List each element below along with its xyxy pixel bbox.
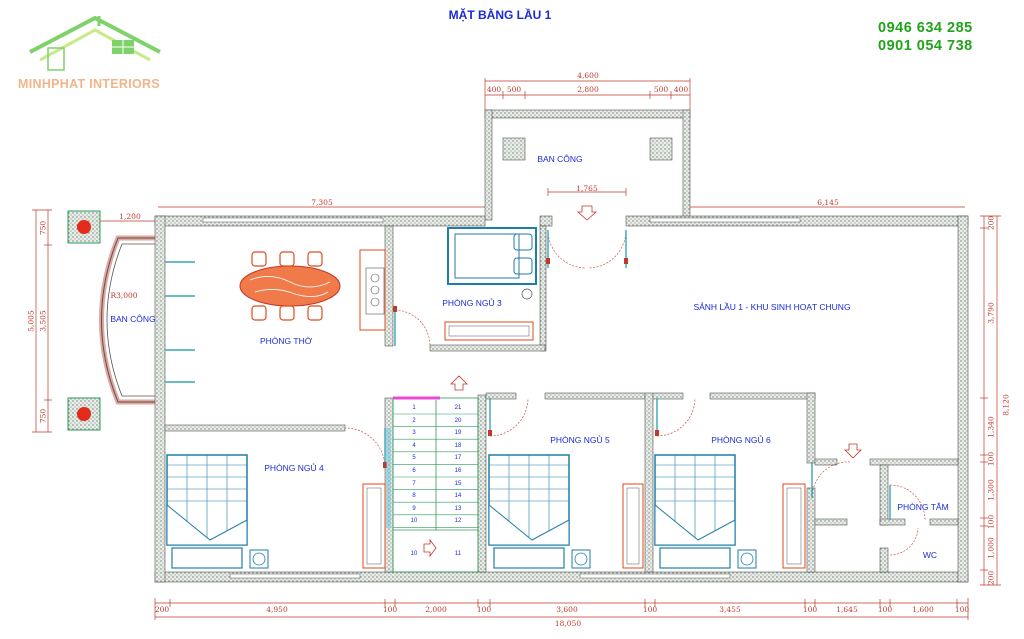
phone-number-2: 0901 054 738 xyxy=(878,38,973,54)
room-label-bedroom-5: PHÒNG NGỦ 5 xyxy=(550,435,610,445)
dim-balcony-e: 400 xyxy=(673,85,689,94)
stair-step-left: 1 xyxy=(412,405,416,411)
dim-left-top: 750 xyxy=(38,220,48,236)
dim-right-d: 1,300 xyxy=(986,479,996,501)
room-label-balcony-left: BAN CÔNG xyxy=(110,314,156,324)
dim-bottom-segment: 100 xyxy=(802,605,818,614)
left-balcony xyxy=(67,210,155,431)
brand-name: MINHPHAT INTERIORS xyxy=(18,77,160,91)
exterior-walls xyxy=(154,215,969,583)
top-dimension-lines xyxy=(100,78,965,222)
dim-left-outer: 5,005 xyxy=(26,310,36,332)
dim-right-total: 8,120 xyxy=(1001,394,1011,416)
stair-step-left: 4 xyxy=(412,442,416,449)
dim-balcony-c: 2,800 xyxy=(577,85,599,94)
wardrobe-bedroom-4 xyxy=(362,483,386,569)
dim-right-span: 6,145 xyxy=(817,198,839,207)
door-swings xyxy=(344,229,926,556)
stair-step-left: 2 xyxy=(412,417,416,424)
stair-step-left: 9 xyxy=(412,505,416,512)
dim-balcony-radius: R3,000 xyxy=(110,291,138,300)
stair-step-right: 21 xyxy=(454,405,462,411)
side-dimension-lines xyxy=(32,209,1001,586)
house-logo-icon xyxy=(29,15,161,71)
worship-table xyxy=(239,251,341,321)
bed-bedroom-4 xyxy=(166,454,269,569)
room-label-hall: SẢNH LẦU 1 - KHU SINH HOẠT CHUNG xyxy=(693,302,851,312)
dim-right-g: 200 xyxy=(986,570,996,586)
dim-bottom-segment: 3,600 xyxy=(556,605,578,614)
stair-step-bottom-right: 11 xyxy=(454,551,462,557)
dim-right-e: 100 xyxy=(986,514,996,530)
dim-right-b: 1,340 xyxy=(986,416,996,438)
dim-balcony-depth: 1,200 xyxy=(119,212,141,221)
dim-right-c: 100 xyxy=(986,451,996,467)
dim-bottom-segment: 3,455 xyxy=(719,605,741,614)
dim-bottom-segment: 100 xyxy=(476,605,492,614)
stair-step-right: 16 xyxy=(454,468,462,474)
stair-step-left: 6 xyxy=(412,468,416,474)
dim-right-top: 200 xyxy=(986,215,996,231)
stair-step-right: 19 xyxy=(454,430,462,437)
dim-left-span: 7,305 xyxy=(311,198,333,207)
interior-walls xyxy=(164,225,959,573)
dim-bottom-segment: 2,000 xyxy=(425,605,447,614)
top-balcony xyxy=(484,109,691,221)
stair-step-left: 8 xyxy=(412,493,416,500)
room-label-bathroom: PHÒNG TẮM xyxy=(897,502,949,512)
stair-step-right: 15 xyxy=(454,480,462,487)
room-label-balcony-top: BAN CÔNG xyxy=(537,154,583,164)
stair-step-left: 7 xyxy=(412,480,416,487)
dim-bottom-segment: 1,600 xyxy=(912,605,934,614)
dim-bottom-segment: 100 xyxy=(382,605,398,614)
door-leaves xyxy=(384,230,891,520)
bed-bedroom-6 xyxy=(654,454,806,569)
room-label-bedroom-6: PHÒNG NGỦ 6 xyxy=(711,435,771,445)
dim-bottom-total: 18,050 xyxy=(554,619,582,628)
bedroom3-bed xyxy=(444,227,537,341)
dim-balcony-total: 4,600 xyxy=(577,71,599,80)
dim-left-bottom: 750 xyxy=(38,408,48,424)
door-hinges xyxy=(383,258,659,468)
room-label-wc: WC xyxy=(922,550,938,560)
dim-balcony-d: 500 xyxy=(653,85,669,94)
stair-step-bottom-left: 10 xyxy=(410,551,418,557)
dim-right-f: 1,000 xyxy=(986,537,996,559)
room-label-bedroom-4: PHÒNG NGỦ 4 xyxy=(264,463,324,473)
direction-arrows xyxy=(423,205,862,558)
drawing-title: MẶT BẰNG LẦU 1 xyxy=(448,8,552,22)
altar-cabinet xyxy=(359,249,386,331)
stair-step-right: 12 xyxy=(454,518,462,525)
phone-number-1: 0946 634 285 xyxy=(878,20,973,36)
dim-right-a: 3,790 xyxy=(986,302,996,324)
dim-left-inner: 3,505 xyxy=(38,310,48,332)
dim-bottom-segment: 100 xyxy=(877,605,893,614)
bottom-dimension-lines xyxy=(154,598,969,620)
dim-door-width: 1,765 xyxy=(576,184,598,193)
stair-step-left: 10 xyxy=(410,518,418,525)
bed-bedroom-5 xyxy=(488,454,644,569)
dim-bottom-segment: 100 xyxy=(954,605,970,614)
stair-step-right: 20 xyxy=(454,417,462,424)
dim-balcony-b: 500 xyxy=(506,85,522,94)
stair-step-right: 13 xyxy=(454,505,462,512)
dim-bottom-segment: 100 xyxy=(642,605,658,614)
room-label-bedroom-3: PHÒNG NGỦ 3 xyxy=(442,298,502,308)
dim-bottom-segment: 4,950 xyxy=(266,605,288,614)
dim-balcony-a: 400 xyxy=(486,85,502,94)
stair-step-left: 5 xyxy=(412,455,416,462)
dim-bottom-segment: 1,645 xyxy=(836,605,858,614)
dim-bottom-segment: 200 xyxy=(154,605,170,614)
stair-step-right: 17 xyxy=(454,455,462,462)
room-label-worship: PHÒNG THỜ xyxy=(260,336,312,346)
stair-step-right: 18 xyxy=(454,442,462,449)
balcony-doors xyxy=(165,261,195,383)
stair-step-right: 14 xyxy=(454,493,462,500)
stair-step-left: 3 xyxy=(412,430,416,437)
staircase xyxy=(386,396,479,573)
